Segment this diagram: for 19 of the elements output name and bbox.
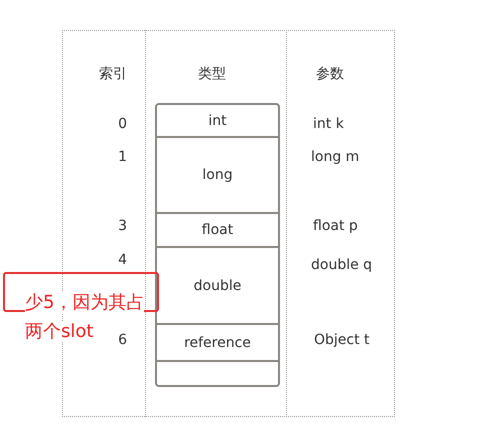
column-header: 索引 xyxy=(99,65,127,83)
slot-index: 3 xyxy=(118,218,127,234)
parameter-label: long m xyxy=(311,149,360,165)
slot-cell: long xyxy=(157,136,278,212)
slot-index: 1 xyxy=(118,149,127,165)
slot-index: 6 xyxy=(118,332,127,348)
stack-frame xyxy=(155,103,280,387)
parameter-label: double q xyxy=(311,257,372,273)
column-header: 参数 xyxy=(316,65,344,83)
parameter-label: int k xyxy=(313,116,344,132)
slot-index: 0 xyxy=(118,116,127,132)
slot-cell: float xyxy=(157,212,278,246)
slot-index: 4 xyxy=(118,252,127,268)
parameter-label: Object t xyxy=(314,332,370,348)
slot-cell: int xyxy=(157,105,278,136)
slot-cell: double xyxy=(157,246,278,323)
parameter-label: float p xyxy=(313,218,358,234)
slot-cell: reference xyxy=(157,323,278,360)
column-header: 类型 xyxy=(198,65,226,83)
